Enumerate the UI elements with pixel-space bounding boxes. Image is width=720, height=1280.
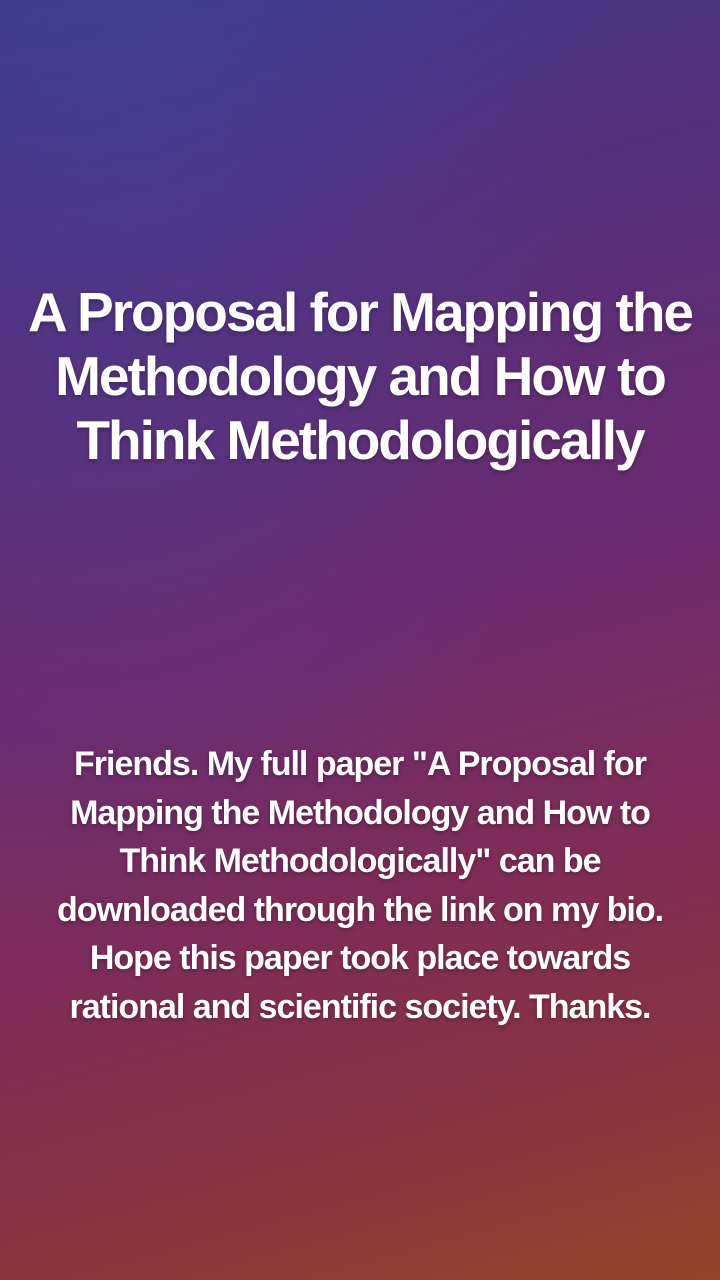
story-title: A Proposal for Mapping the Methodology a… — [27, 281, 694, 471]
story-message: Friends. My full paper "A Proposal for M… — [56, 745, 664, 1026]
